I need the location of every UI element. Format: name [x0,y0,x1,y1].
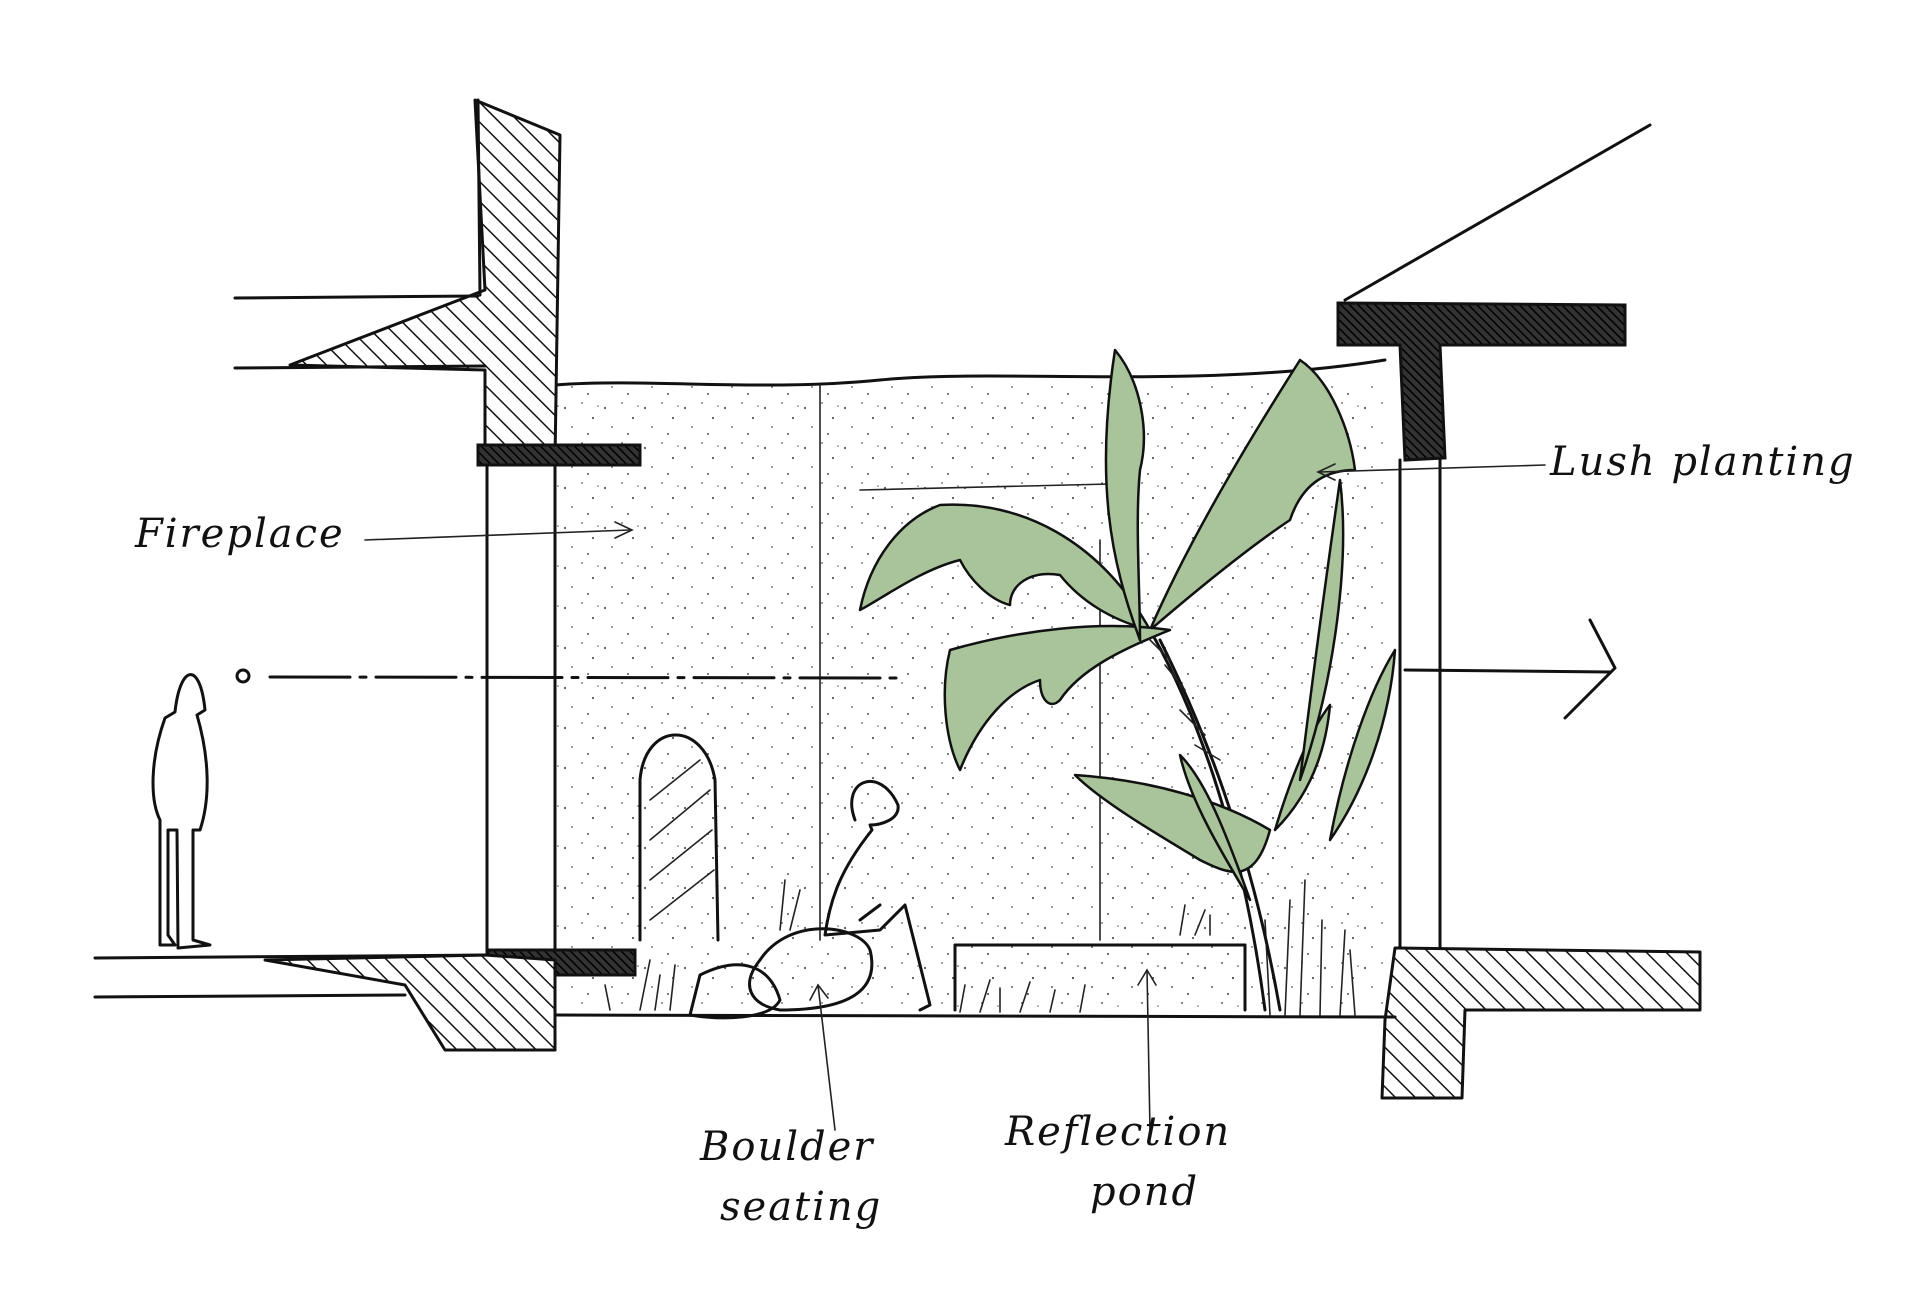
fireplace-arrow [364,529,631,541]
person-figure [151,673,212,950]
level-line [235,668,902,684]
annotation-arrows [364,463,1546,1131]
grasses [604,879,1356,1016]
banana-plant [858,348,1397,1012]
fireplace-hearth [476,443,642,467]
reflection-pond-label-line2: pond [1090,1169,1200,1215]
boulder-seating-label-line2: seating [720,1184,883,1230]
lush-planting-label: Lush planting [1550,439,1856,485]
seated-figure [823,779,932,1012]
wall-niche [638,733,720,942]
boulder-seating-label-line1: Boulder [700,1124,875,1170]
reflection-pond-label-line1: Reflection [1005,1109,1232,1155]
reflection-pond [553,943,1397,1019]
boulders [688,927,874,1020]
reflection-pond-arrow [1146,969,1151,1131]
lush-planting-arrow [1319,464,1546,473]
left-building-section [93,98,642,1052]
fireplace-label: Fireplace [135,511,345,557]
boulder-seating-arrow [817,984,836,1131]
right-building-section [1336,123,1702,1100]
